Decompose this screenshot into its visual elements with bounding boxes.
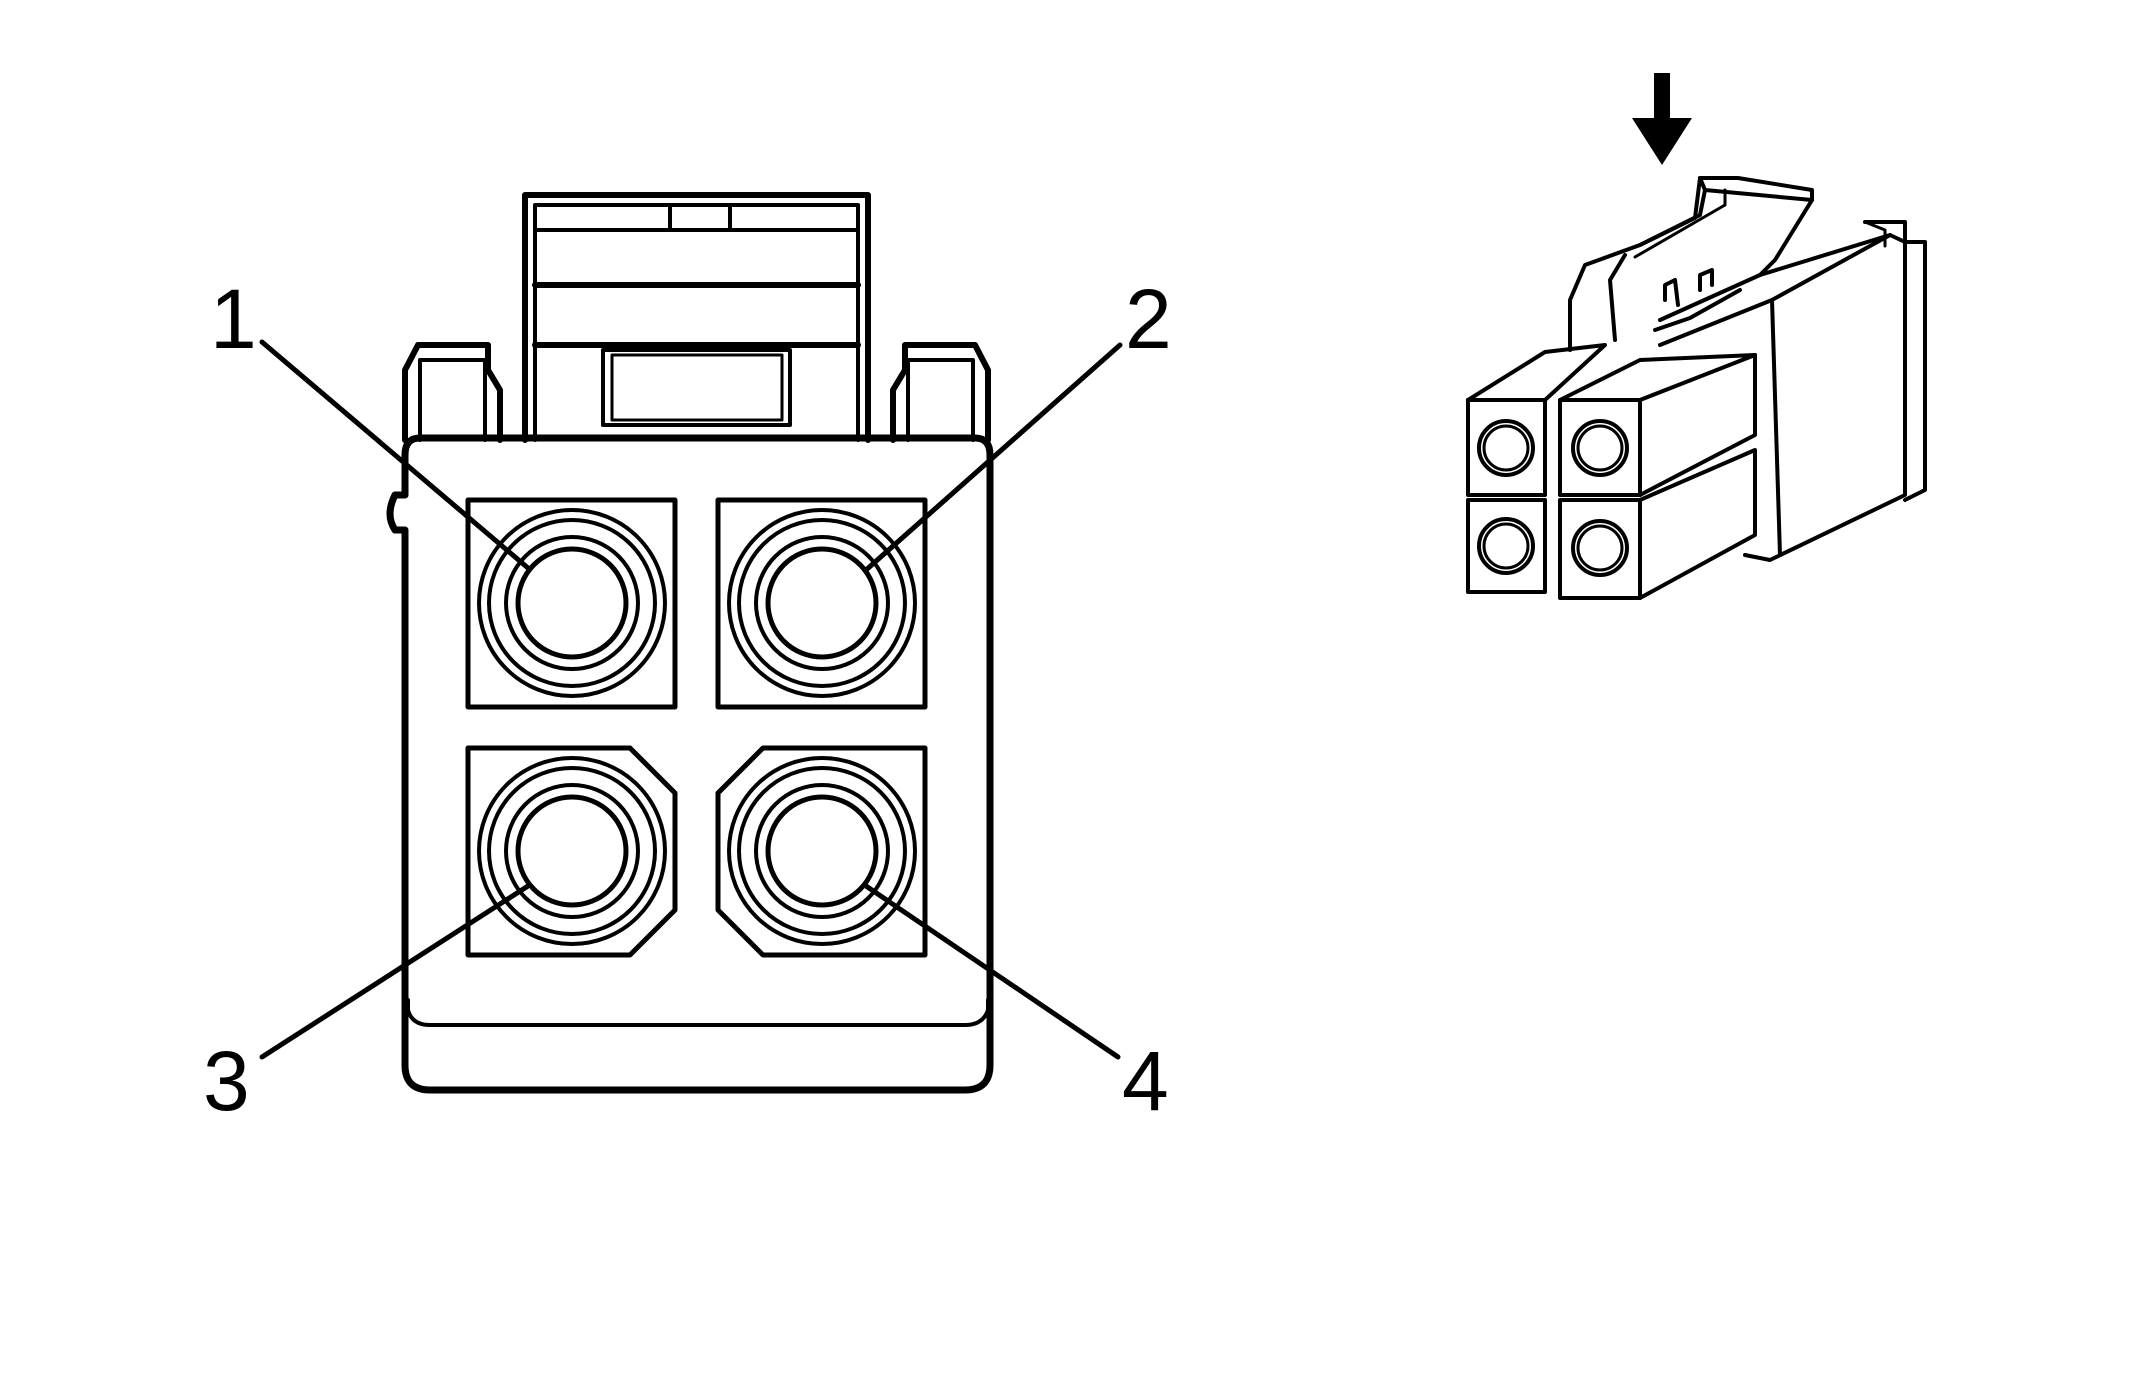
pin-label-2: 2 bbox=[1125, 272, 1172, 366]
cavity-3 bbox=[465, 745, 678, 958]
right-side-tab bbox=[890, 342, 991, 443]
cavity-4 bbox=[715, 745, 928, 958]
leader-line-1 bbox=[259, 339, 531, 571]
isometric-cell-1 bbox=[1466, 343, 1607, 497]
connector-isometric-view bbox=[1466, 73, 1927, 600]
isometric-latch bbox=[1568, 176, 1814, 352]
cavity-1 bbox=[465, 497, 678, 710]
cavity-2 bbox=[715, 497, 928, 710]
down-arrow-icon bbox=[1632, 73, 1692, 165]
isometric-cell-4 bbox=[1558, 448, 1757, 600]
isometric-cell-2 bbox=[1558, 353, 1757, 497]
pin-label-3: 3 bbox=[203, 1034, 250, 1128]
pin-label-1: 1 bbox=[210, 272, 257, 366]
leader-line-2 bbox=[863, 342, 1123, 573]
pin-label-4: 4 bbox=[1122, 1034, 1169, 1128]
isometric-cell-3 bbox=[1466, 498, 1547, 594]
connector-face-view: 1 2 3 4 bbox=[203, 192, 1172, 1128]
leader-line-3 bbox=[259, 883, 531, 1060]
isometric-housing bbox=[1658, 233, 1907, 562]
connector-body bbox=[386, 434, 994, 1094]
leader-line-4 bbox=[863, 883, 1121, 1060]
left-side-tab bbox=[402, 342, 503, 443]
latch-housing bbox=[522, 192, 871, 443]
rear-flange bbox=[1863, 220, 1927, 502]
